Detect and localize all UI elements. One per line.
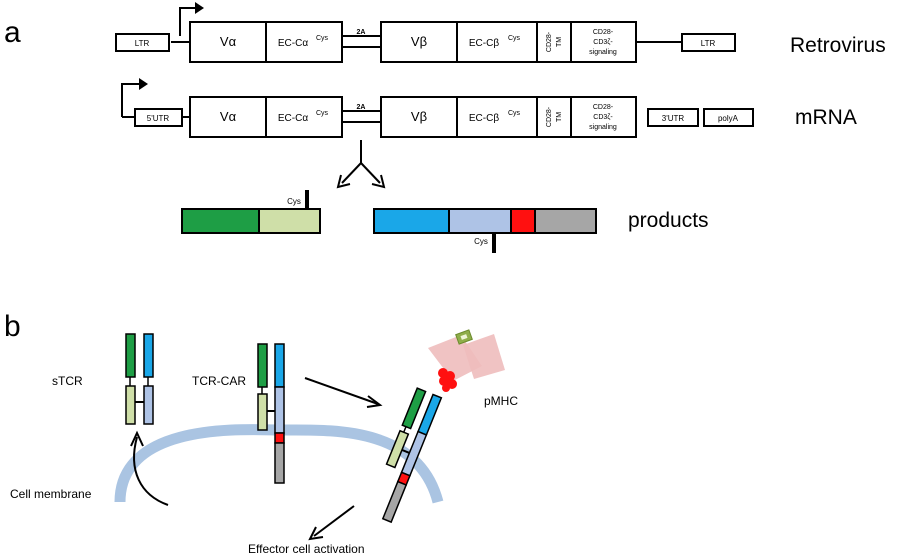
effector-arrow [313, 505, 355, 537]
mrna-cd28-tm-line1: CD28- [546, 106, 553, 127]
tcr-car-label: TCR-CAR [192, 374, 246, 388]
polya-label: polyA [718, 114, 739, 123]
beta-product: Cys [373, 208, 597, 253]
cd28-tm-box [536, 21, 572, 63]
mrna-link-2a-label: 2A [357, 104, 366, 111]
ec-c-beta-cys-sup: Cys [508, 35, 521, 42]
utr3-label: 3'UTR [662, 114, 685, 123]
mrna-ec-c-alpha-cys-sup: Cys [316, 110, 329, 117]
cys-bottom-stick [492, 233, 496, 253]
mrna-signaling-line1: CD28- [593, 104, 614, 111]
cys-bottom-label: Cys [474, 237, 488, 246]
mrna-signaling-box [570, 96, 637, 138]
ec-c-alpha-cys-sup: Cys [316, 35, 329, 42]
alpha-product: Cys [181, 190, 321, 234]
mrna-signaling-line2: CD3ζ- [593, 114, 613, 121]
tcr-car-molecule [257, 343, 285, 484]
stcr-label: sTCR [52, 374, 83, 388]
mrna-start-arrow-icon [121, 83, 141, 117]
split-arrows [336, 140, 386, 189]
promoter-arrow-icon [179, 7, 198, 36]
v-alpha-label: Vα [220, 34, 237, 49]
signaling-line1: CD28- [593, 29, 614, 36]
ltr-right-label: LTR [701, 39, 716, 48]
mrna-ec-c-beta-box [456, 96, 538, 138]
link-2a-label: 2A [357, 29, 366, 36]
mrna-v-alpha-label: Vα [220, 109, 237, 124]
mrna-construct: 5'UTR Vα EC-Cα Cys 2A Vβ EC-Cβ Cys CD28-… [121, 78, 754, 138]
mrna-ec-c-alpha-label: EC-Cα [278, 113, 308, 124]
v-beta-label: Vβ [411, 34, 427, 49]
utr5-label: 5'UTR [147, 114, 170, 123]
cell-membrane-label: Cell membrane [10, 487, 92, 501]
cys-top-label: Cys [287, 197, 301, 206]
utr5-box [134, 108, 183, 127]
signaling-line3: signaling [589, 49, 617, 56]
panel-b-label: b [4, 310, 21, 343]
binding-arrow [304, 377, 379, 405]
ltr-right-box [681, 33, 736, 52]
mrna-cd28-tm-box [536, 96, 572, 138]
cd28-tm-line1: CD28- [546, 31, 553, 52]
panel-a-label: a [4, 16, 21, 49]
ltr-left-box [115, 33, 170, 52]
ec-c-alpha-label: EC-Cα [278, 38, 308, 49]
mrna-row-label: mRNA [795, 106, 857, 129]
peptide-contact [438, 368, 457, 392]
effector-label: Effector cell activation [248, 542, 365, 556]
mrna-ec-c-beta-label: EC-Cβ [469, 113, 499, 124]
mrna-ec-c-beta-cys-sup: Cys [508, 110, 521, 117]
mrna-v-beta-label: Vβ [411, 109, 427, 124]
products-row-label: products [628, 209, 709, 232]
release-arrow [133, 436, 169, 506]
mrna-ec-c-alpha-box [265, 96, 343, 138]
mrna-v-beta-box [380, 96, 458, 138]
stcr-molecule [125, 333, 154, 425]
ltr-left-label: LTR [135, 39, 150, 48]
cd28-tm-line2: TM [556, 37, 563, 47]
ec-c-beta-label: EC-Cβ [469, 38, 499, 49]
mrna-v-alpha-box [189, 96, 267, 138]
utr3-box [647, 108, 699, 127]
signaling-box [570, 21, 637, 63]
mrna-cd28-tm-line2: TM [556, 112, 563, 122]
pmhc-label: pMHC [484, 394, 518, 408]
signaling-line2: CD3ζ- [593, 39, 613, 46]
polya-box [703, 108, 754, 127]
cys-top-stick [305, 190, 309, 209]
retrovirus-row-label: Retrovirus [790, 34, 886, 57]
retrovirus-construct: LTR Vα EC-Cα Cys 2A Vβ EC-Cβ Cys CD28- T… [115, 2, 736, 63]
mrna-signaling-line3: signaling [589, 124, 617, 131]
pmhc-complex [428, 329, 505, 381]
bound-tcr-car-molecule [381, 387, 443, 524]
ec-c-alpha-box [265, 21, 343, 63]
v-alpha-box [189, 21, 267, 63]
